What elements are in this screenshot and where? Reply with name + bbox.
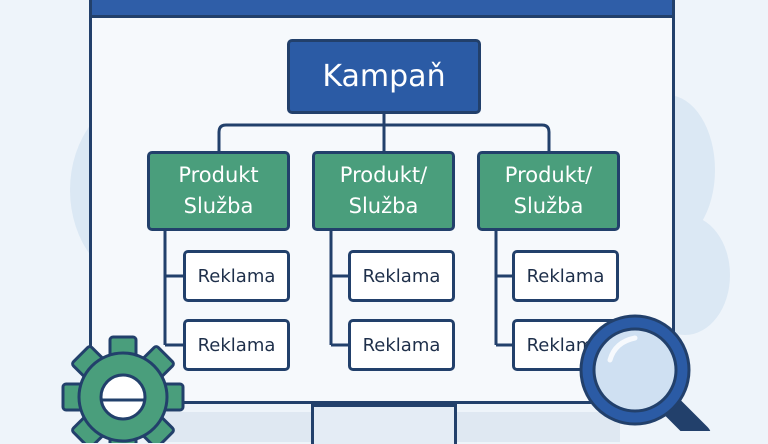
connector-product-3-ads xyxy=(494,231,512,347)
connector-product-2-ads xyxy=(329,231,348,347)
product-node-2: Produkt/ Služba xyxy=(312,151,455,231)
gear-icon xyxy=(61,335,185,443)
ad-node-1-1: Reklama xyxy=(183,250,290,302)
campaign-node: Kampaň xyxy=(287,39,481,114)
monitor-title-bar xyxy=(92,0,672,18)
ad-node-2-1: Reklama xyxy=(348,250,455,302)
connector-product-1-ads xyxy=(163,231,183,347)
connector-lines xyxy=(163,114,551,347)
magnifier-icon xyxy=(579,314,711,431)
ad-node-3-1: Reklama xyxy=(512,250,619,302)
product-node-3: Produkt/ Služba xyxy=(477,151,620,231)
ad-node-1-2: Reklama xyxy=(183,319,290,371)
connector-root-to-branches xyxy=(217,114,551,151)
ad-node-2-2: Reklama xyxy=(348,319,455,371)
product-node-1: Produkt Služba xyxy=(147,151,290,231)
